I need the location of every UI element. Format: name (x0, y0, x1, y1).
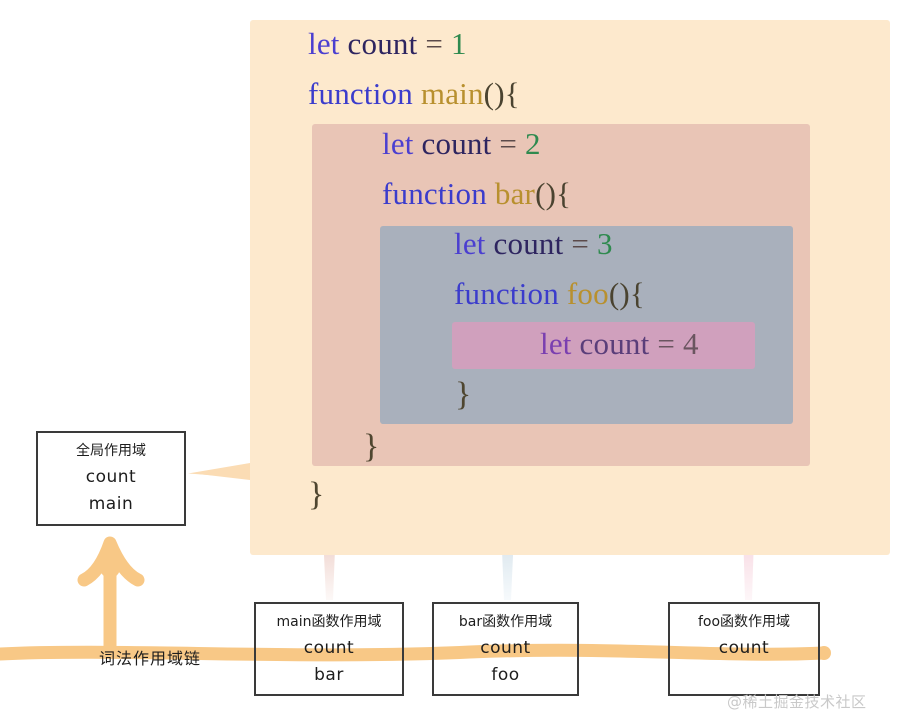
identifier-count: count (579, 326, 650, 361)
scope-box-main: main函数作用域 count bar (254, 602, 404, 696)
closing-brace-bar: } (363, 428, 380, 465)
watermark-text: @稀土掘金技术社区 (727, 693, 867, 711)
equals-sign: = (425, 26, 444, 61)
scope-var-bar: bar (314, 665, 344, 685)
scope-var-foo: foo (491, 665, 520, 685)
scope-var-count: count (85, 467, 137, 487)
function-name-foo: foo (566, 276, 609, 311)
identifier-count: count (347, 26, 418, 61)
code-line-6: function foo(){ (454, 278, 645, 309)
paren-brace-open: (){ (535, 176, 572, 211)
scope-region-foo (452, 322, 755, 369)
code-line-2: function main(){ (308, 78, 520, 109)
keyword-function: function (308, 76, 413, 111)
scope-var-count: count (718, 638, 770, 658)
scope-title-bar: bar函数作用域 (458, 614, 553, 630)
code-line-3: let count = 2 (382, 128, 541, 159)
paren-brace-open: (){ (608, 276, 645, 311)
scope-var-count: count (480, 638, 531, 658)
scope-title-foo: foo函数作用域 (697, 614, 791, 630)
scope-var-count: count (303, 638, 355, 658)
code-line-1: let count = 1 (308, 28, 467, 59)
paren-brace-open: (){ (483, 76, 520, 111)
equals-sign: = (499, 126, 518, 161)
value-number: 1 (451, 26, 467, 61)
keyword-let: let (454, 226, 486, 261)
keyword-function: function (454, 276, 559, 311)
closing-brace-main: } (308, 476, 325, 513)
lexical-scope-chain-label: 词法作用域链 (99, 649, 202, 668)
closing-brace-foo: } (455, 376, 472, 413)
equals-sign: = (657, 326, 676, 361)
identifier-count: count (421, 126, 492, 161)
keyword-let: let (308, 26, 340, 61)
value-number: 3 (597, 226, 613, 261)
scope-title-main: main函数作用域 (276, 614, 382, 630)
scope-var-main: main (88, 494, 134, 514)
keyword-function: function (382, 176, 487, 211)
keyword-let: let (540, 326, 572, 361)
scope-box-foo: foo函数作用域 count (668, 602, 820, 696)
function-name-main: main (420, 76, 484, 111)
keyword-let: let (382, 126, 414, 161)
arrow-global-scope (188, 463, 250, 480)
scope-box-global: 全局作用域 count main (36, 431, 186, 526)
arrow-chain-up (77, 536, 145, 659)
scope-title-global: 全局作用域 (76, 443, 146, 459)
code-line-4: function bar(){ (382, 178, 571, 209)
equals-sign: = (571, 226, 590, 261)
code-line-7: let count = 4 (540, 328, 699, 359)
value-number: 2 (525, 126, 541, 161)
code-line-5: let count = 3 (454, 228, 613, 259)
chain-line (0, 643, 831, 662)
value-number: 4 (683, 326, 699, 361)
scope-box-bar: bar函数作用域 count foo (432, 602, 579, 696)
identifier-count: count (493, 226, 564, 261)
function-name-bar: bar (494, 176, 536, 211)
